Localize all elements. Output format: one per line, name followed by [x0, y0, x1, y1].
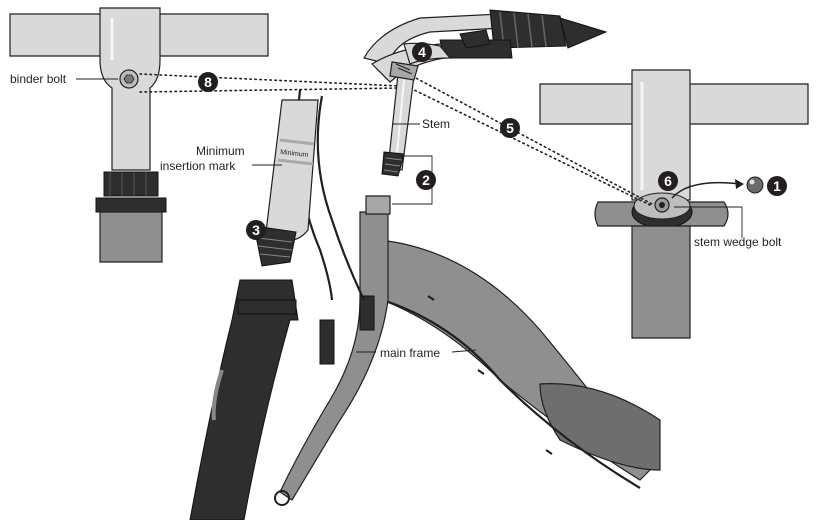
svg-text:4: 4 [418, 44, 426, 60]
callout-3: 3 [246, 220, 266, 240]
seat-or-steerer-tube [189, 279, 299, 520]
callout-8: 8 [198, 72, 218, 92]
callout-2: 2 [416, 170, 436, 190]
bolt-cap-icon [746, 176, 764, 194]
quill-stem-minimum: Minimum [253, 99, 319, 267]
right-inset-wedge-detail: stem wedge bolt [539, 69, 809, 339]
minimum-insertion-label-line2: insertion mark [160, 159, 236, 173]
svg-text:5: 5 [506, 120, 514, 136]
stem-label: Stem [422, 117, 450, 131]
binder-bolt-label: binder bolt [10, 72, 67, 86]
stem-wedge-bolt-label: stem wedge bolt [694, 235, 782, 249]
callout-4: 4 [412, 42, 432, 62]
svg-text:8: 8 [204, 74, 212, 90]
svg-text:6: 6 [664, 173, 672, 189]
left-inset-stem-detail: binder bolt [9, 7, 269, 263]
main-frame-drawing [274, 89, 661, 506]
handlebar [363, 9, 608, 177]
minimum-insertion-label-line1: Minimum [196, 144, 245, 158]
callout-6: 6 [658, 171, 678, 191]
svg-text:1: 1 [773, 178, 781, 194]
svg-text:2: 2 [422, 172, 430, 188]
callout-5: 5 [500, 118, 520, 138]
main-frame-label: main frame [380, 346, 440, 360]
printed-minimum-text: Minimum [280, 149, 309, 159]
callout-1: 1 [767, 176, 787, 196]
svg-text:3: 3 [252, 222, 260, 238]
